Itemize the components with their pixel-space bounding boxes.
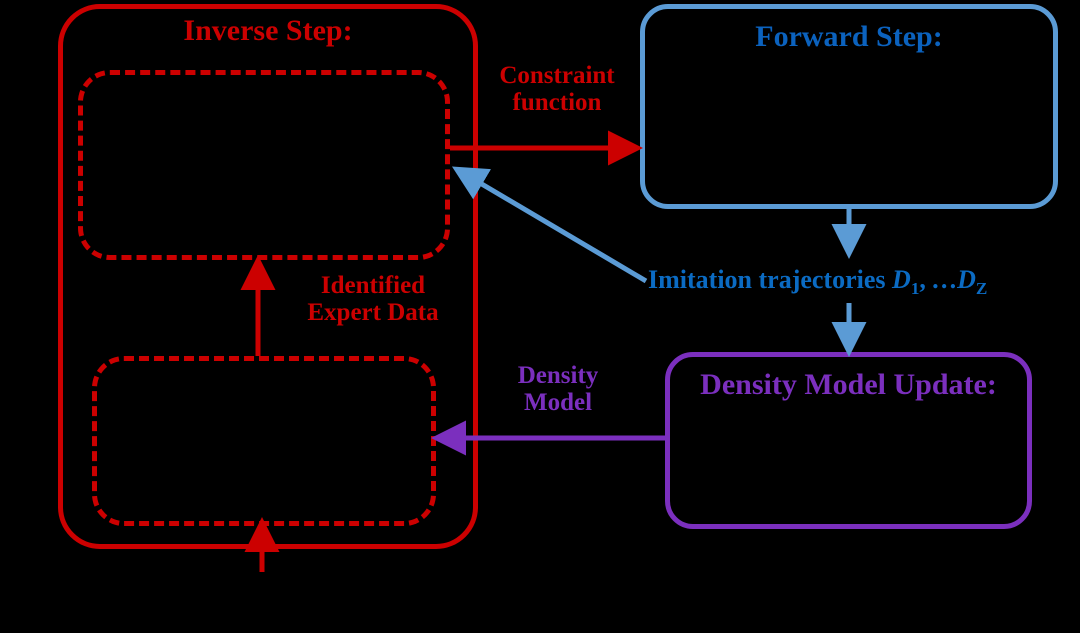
inverse-step-inner-box-top	[78, 70, 450, 260]
inverse-step-title: Inverse Step:	[183, 14, 353, 47]
identified-expert-data-label-line1: Identified	[320, 272, 426, 299]
imitation-trajectories-label: Imitation trajectories D1, …DZ	[648, 265, 987, 299]
forward-step-box	[640, 4, 1058, 209]
dhat-1-symbol: D	[892, 265, 911, 294]
density-model-label: Density Model	[492, 362, 624, 416]
imitation-trajectories-math: D1, …DZ	[886, 265, 987, 297]
constraint-function-label-line2: function	[512, 89, 602, 116]
dhat-1-subscript: 1	[910, 279, 920, 299]
density-model-update-title: Density Model Update:	[700, 368, 997, 401]
forward-step-title: Forward Step:	[755, 20, 943, 53]
density-model-label-line1: Density	[517, 362, 599, 389]
identified-expert-data-label: Identified Expert Data	[280, 272, 466, 326]
imitation-trajectories-text: Imitation trajectories	[648, 265, 886, 294]
constraint-function-label-line1: Constraint	[499, 62, 615, 89]
imitation-ellipsis: , …	[919, 265, 958, 294]
identified-expert-data-label-line2: Expert Data	[307, 299, 439, 326]
inverse-step-inner-box-bottom	[92, 356, 436, 526]
dhat-z-symbol: D	[957, 265, 976, 294]
imitation-trajectories-arrow	[451, 166, 648, 284]
constraint-function-label: Constraint function	[482, 62, 632, 116]
dhat-z-subscript: Z	[975, 279, 988, 299]
density-model-label-line2: Model	[523, 389, 593, 416]
